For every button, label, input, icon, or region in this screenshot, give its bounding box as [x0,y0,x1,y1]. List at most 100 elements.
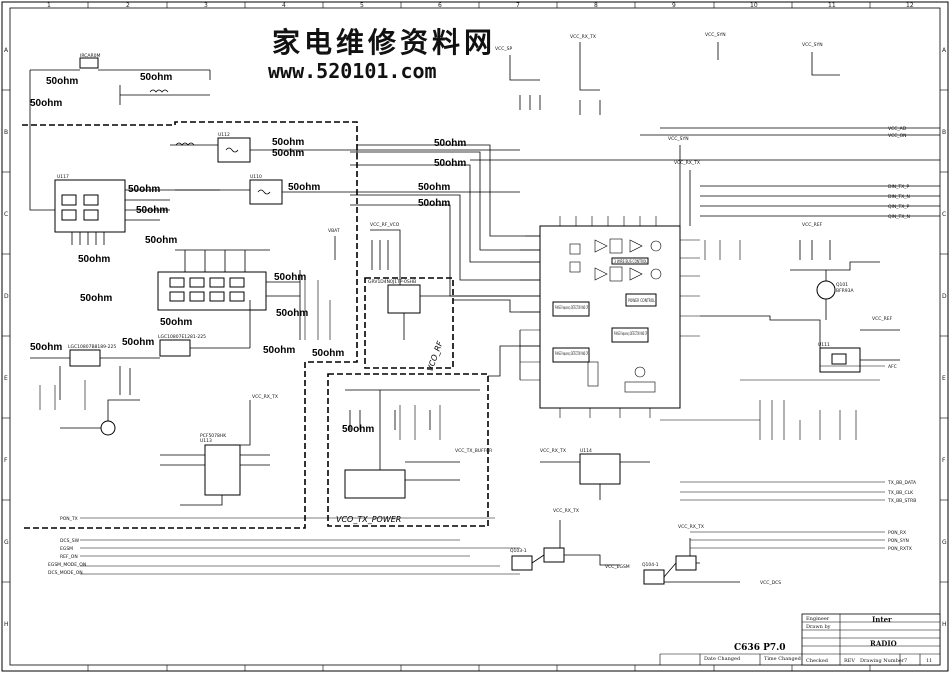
impedance-labels: 50ohm 50ohm 50ohm 50ohm 50ohm 50ohm 50oh… [30,72,466,353]
lgc1-label: LGC10807B8189-225 [68,344,116,350]
grid-row-c: C [4,211,8,218]
bus-pon-syn: PON_SYN [888,538,909,544]
u114-regulator: U114 VCC_RX_TX [540,448,650,500]
ohm-label: 50ohm [122,337,154,348]
grid-col-12: 12 [906,2,914,9]
ic-block-power-control: POWER CONTROL [628,298,655,304]
ohm-label: 50ohm [128,184,160,195]
ic-block-3wire: 3 WIRE BUS CONTROL [614,259,647,265]
u110-label: U110 [250,174,262,180]
grid-col-9: 9 [672,2,676,9]
grid-row-a: A [4,47,9,54]
ohm-label: 50ohm [78,254,110,265]
vcc-ref-label: VCC_REF [802,222,823,228]
page-label: C636 P7.0 [734,643,786,653]
ohm-label: 50ohm [288,182,320,193]
grid-col-7: 7 [516,2,520,9]
bus-pon-rxtx: PON_RXTX [888,546,912,552]
bus-din-tx-n: DIN_TX_N [888,194,910,200]
title-time-changed-label: Time Changed [764,656,802,662]
u111-label: U111 [818,342,830,348]
grid-col-10: 10 [750,2,758,9]
u114-label: U114 [580,448,592,454]
vcc-ref-label-2: VCC_REF [872,316,893,322]
vcc-rx-tx-label-top: VCC_RX_TX [570,34,596,40]
ohm-label: 50ohm [418,198,450,209]
bus-vcc-ad: VCC_AD [888,126,907,132]
grid-row-g-right: G [942,539,947,546]
q104-label: Q104-1 [642,562,659,568]
vco-rf-region [364,277,454,369]
vcc-rx-tx-label-reg: VCC_RX_TX [540,448,566,454]
bus-afc: AFC [888,364,897,370]
rf-region-boundary [22,121,358,529]
bus-egsm: EGSM [60,546,73,552]
grid-row-h-right: H [942,621,947,628]
pcf5078-ic: PCF5078HK U113 VCC_RX_TX [160,394,278,506]
grid-col-8: 8 [594,2,598,9]
ohm-label: 50ohm [145,235,177,246]
right-bus: VCC_AD VCC_ON DIN_TX_P DIN_TX_N QIN_TX_P… [680,126,917,552]
u113-label: U113 [200,438,212,444]
bus-tx-bb-strb: TX_BB_STRB [887,498,916,504]
u117-ic: U117 [54,174,220,245]
bus-din-tx-p: DIN_TX_P [888,184,909,190]
ohm-label: 50ohm [272,137,304,148]
vco-rf-part-label: GRV1D4N0J1TP-0SHB [368,279,416,285]
ohm-label: 50ohm [140,72,172,83]
bus-pon-tx: PON_TX [60,516,78,522]
grid-row-c-right: C [942,211,946,218]
ohm-label: 50ohm [30,98,62,109]
bus-qin-tx-p: QIN_TX_P [888,204,910,210]
grid-row-h: H [4,621,9,628]
bus-dcs-mode-on: DCS_MODE_ON [48,570,83,576]
site-name-watermark: 家电维修资料网 [272,26,496,59]
title-drawing-number-label: Drawing Number [860,658,905,664]
ic-block-pfd-2: PHASE Frequency DETECTOR AND CP [614,331,647,337]
title-checked-label: Checked [806,658,829,664]
lgc2-label: LGC10807E1281-225 [158,334,206,340]
site-url-watermark: www.520101.com [268,59,437,83]
bus-tx-bb-data: TX_BB_DATA [887,480,917,486]
bfr-label: BFR93A [836,288,855,294]
ohm-label: 50ohm [160,317,192,328]
switch-transistors: Q103-1 Q104-1 VCC_EGSM VCC_DCS VCC_RX_TX… [510,508,781,586]
u117-label: U117 [57,174,69,180]
ref-oscillator: U111 BFR93A Q101 VCC_REF VCC_REF [700,222,900,373]
grid-row-d-right: D [942,293,947,300]
power-amp-block [157,249,301,340]
ic-block-pfd-1: PHASE Frequency DETECTOR AND CP [555,305,588,311]
grid-row-d: D [4,293,9,300]
grid-col-6: 6 [438,2,442,9]
vcc-syn-label-mid: VCC_SYN [668,136,689,142]
ic-block-pfd-3: PHASE Frequency DETECTOR AND CP [555,351,588,357]
vcc-egsm-label: VCC_EGSM [605,564,630,570]
ohm-label: 50ohm [263,345,295,356]
ohm-label: 50ohm [434,158,466,169]
bus-vcc-on: VCC_ON [888,133,907,139]
ohm-label: 50ohm [276,308,308,319]
bus-tx-bb-clk: TX_BB_CLK [887,490,914,496]
grid-col-2: 2 [126,2,130,9]
vcc-rx-tx-label-sw1: VCC_RX_TX [553,508,579,514]
vcc-syn-label-top: VCC_SYN [705,32,726,38]
vco-tx-power-label: VCO_TX_POWER [336,515,401,524]
vcc-dcs-label: VCC_DCS [760,580,781,586]
ohm-label: 50ohm [272,148,304,159]
grid-col-4: 4 [282,2,286,9]
q101-label: Q101 [836,282,848,288]
grid-row-e: E [4,375,8,382]
ohm-label: 50ohm [46,76,78,87]
bus-dcs-sw: DCS_SW [60,538,80,544]
top-supply-rails: VCC_SP VCC_RX_TX VCC_SYN VCC_SYN VCC_SYN… [328,32,940,260]
grid-row-a-right: A [942,47,947,54]
ohm-label: 50ohm [80,293,112,304]
grid-row-f-right: F [942,457,946,464]
rf-signal-buses [350,144,540,380]
vcc-tx-buffer-label: VCC_TX_BUFFER [455,448,492,454]
passive-ladders [39,240,880,440]
grid-col-5: 5 [360,2,364,9]
bus-ref-on: REF_ON [60,554,78,560]
